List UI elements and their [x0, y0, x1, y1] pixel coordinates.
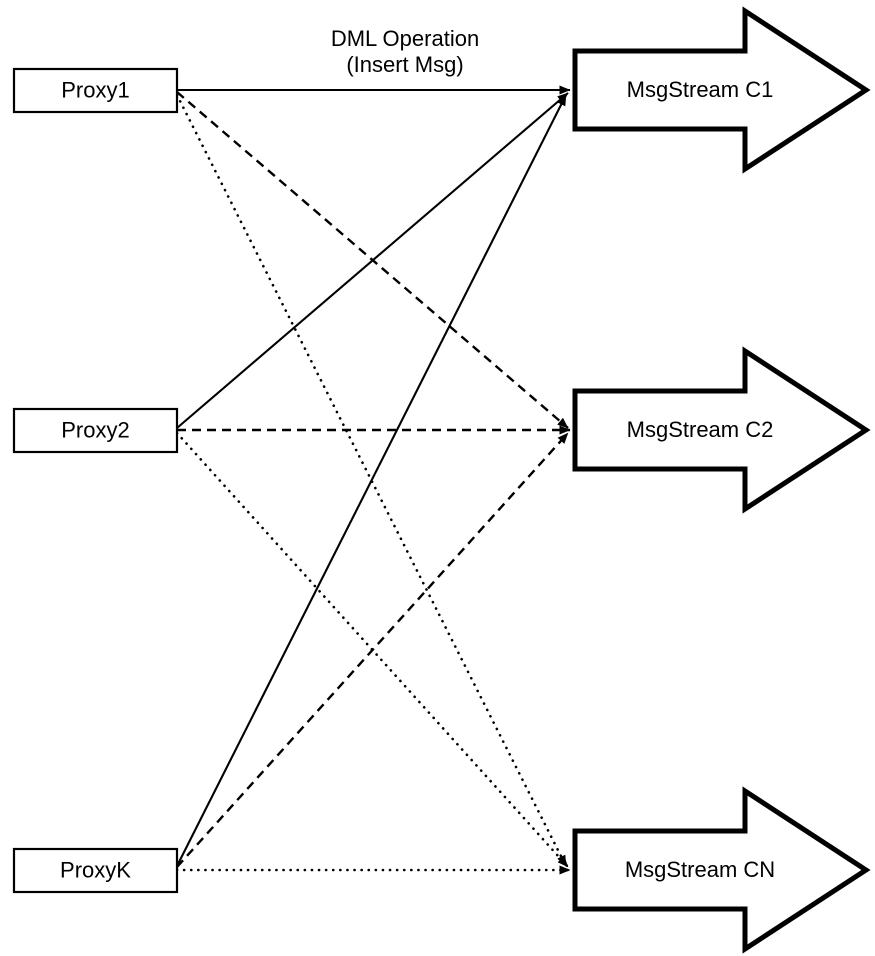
edge-proxy2-to-c1: [176, 92, 569, 429]
proxy-box-rect[interactable]: [12, 407, 179, 454]
edge-group: [175, 85, 572, 875]
proxy-label: ProxyK: [60, 857, 131, 882]
edge-proxyk-to-c2: [176, 432, 569, 868]
proxy-label: Proxy2: [61, 417, 129, 442]
edge-proxyk-to-c1: [176, 94, 567, 867]
proxy-box-rect[interactable]: [12, 847, 179, 894]
proxy-box-rect[interactable]: [12, 67, 179, 114]
stream-arrow-shape[interactable]: [572, 6, 871, 174]
stream-node-cn[interactable]: MsgStream CN: [572, 786, 871, 954]
edge-caption-line2: (Insert Msg): [346, 52, 463, 77]
stream-label: MsgStream C2: [627, 417, 774, 442]
stream-node-c1[interactable]: MsgStream C1: [572, 6, 871, 174]
stream-label: MsgStream C1: [627, 77, 774, 102]
stream-arrow-shape[interactable]: [572, 346, 871, 514]
stream-arrow-shape[interactable]: [572, 786, 871, 954]
proxy-label: Proxy1: [61, 77, 129, 102]
stream-label: MsgStream CN: [625, 857, 775, 882]
edge-caption-line1: DML Operation: [331, 26, 479, 51]
proxy-node-proxy2[interactable]: Proxy2: [12, 407, 179, 454]
stream-node-c2[interactable]: MsgStream C2: [572, 346, 871, 514]
proxy-node-proxy1[interactable]: Proxy1: [12, 67, 179, 114]
edge-caption: DML Operation (Insert Msg): [331, 26, 479, 77]
proxy-node-proxyk[interactable]: ProxyK: [12, 847, 179, 894]
